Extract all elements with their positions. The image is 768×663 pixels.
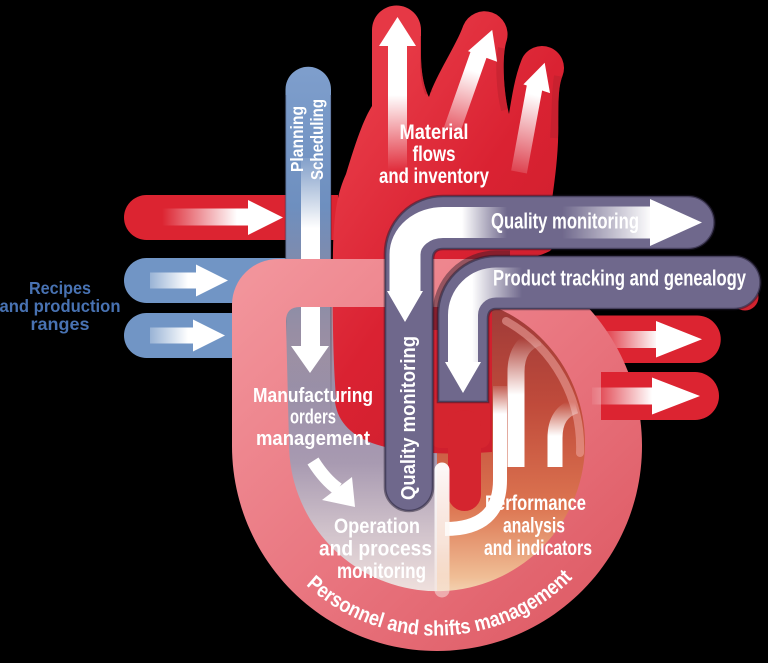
svg-text:Material: Material [400, 121, 469, 144]
svg-text:management: management [256, 428, 370, 450]
svg-text:monitoring: monitoring [337, 559, 426, 583]
svg-text:orders: orders [290, 407, 336, 429]
svg-text:and indicators: and indicators [484, 536, 592, 560]
svg-text:Planning: Planning [287, 106, 307, 172]
svg-text:Performance: Performance [485, 491, 586, 515]
svg-text:Quality monitoring: Quality monitoring [491, 209, 639, 234]
svg-text:and process: and process [319, 537, 432, 561]
svg-text:and production: and production [0, 296, 121, 316]
svg-text:analysis: analysis [503, 514, 565, 538]
svg-text:Manufacturing: Manufacturing [253, 385, 373, 407]
svg-text:Recipes: Recipes [29, 278, 91, 298]
svg-text:Product tracking and genealogy: Product tracking and genealogy [493, 266, 747, 291]
svg-text:flows: flows [413, 143, 456, 166]
svg-text:Operation: Operation [334, 514, 420, 538]
svg-text:and inventory: and inventory [379, 165, 489, 188]
svg-text:ranges: ranges [31, 314, 90, 334]
svg-text:Scheduling: Scheduling [307, 99, 327, 180]
svg-text:Quality monitoring: Quality monitoring [398, 336, 420, 500]
